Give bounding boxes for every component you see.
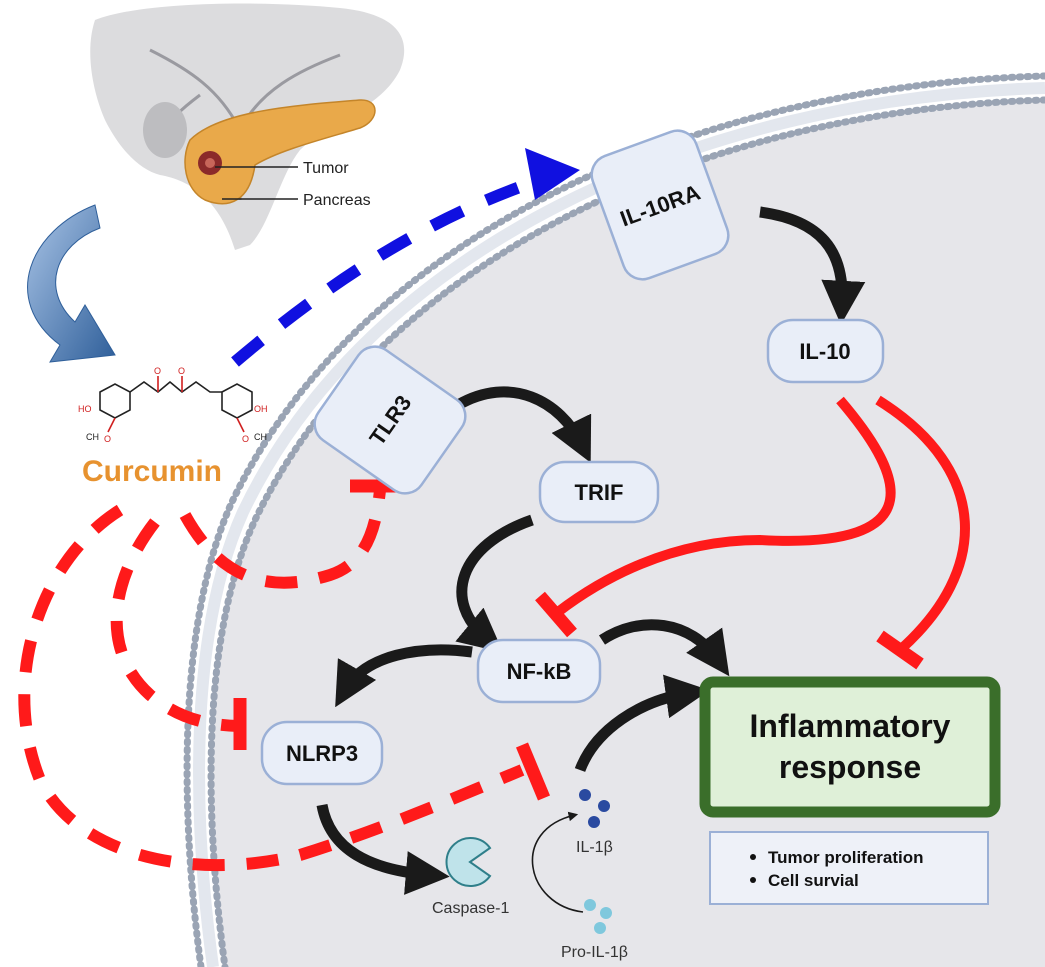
tlr3-to-trif [455,386,592,463]
atom-label: O [154,366,161,376]
effects-frame [709,831,989,905]
organ-to-curcumin-arrow [27,204,116,363]
nfkb-box [476,638,602,704]
pro-il1b-molecules: Pro-IL-1β [561,899,628,961]
pro-il1b-dot [600,907,612,919]
atom-label: OH [254,404,268,414]
blue-arrowhead [525,148,580,200]
tlr3-box [313,345,467,495]
inflammation-box [699,676,1001,818]
curcumin-inhibits-tlr3 [179,489,386,589]
curcumin-label: Curcumin [82,455,222,488]
trif-label: TRIF [575,480,624,505]
il1b-dot [598,800,610,812]
il10-inhibits-nfkb [554,396,896,616]
membrane-inner [207,96,1045,967]
left-methoxy-bond [107,417,116,433]
inflammation-line1: Inflammatory [750,708,951,744]
nfkb-to-inflammation [598,619,730,677]
bullet-icon [750,854,756,860]
bullet-icon [750,877,756,883]
il10ra-to-il10 [759,206,866,325]
il10-inhibits-inflammation [875,395,970,654]
il10-node: IL-10 [766,318,885,384]
il1b-to-inflammation [574,674,710,773]
nfkb-node: NF-kB [476,638,602,704]
atom-label: O [104,434,111,444]
tumor-core [205,158,215,168]
il1b-dot [588,816,600,828]
il10ra-receptor: IL-10RA [590,129,730,281]
atom-label: CH [254,432,267,442]
il10-inhibitions [554,395,970,654]
effect-item: Tumor proliferation [768,848,924,867]
inflammation-line2: response [779,749,921,785]
tlr3-receptor: TLR3 [313,345,467,495]
pro-il1b-dot [584,899,596,911]
left-ring [99,383,131,419]
cleavage-arc [531,811,584,913]
inflammatory-response: Inflammatory response [699,676,1001,818]
curcumin-atom-labels: HO O O OH O O CH CH [78,366,268,444]
trif-to-nfkb [455,514,534,653]
atom-label: HO [78,404,92,414]
trif-box [538,460,660,524]
pro-il1b-label: Pro-IL-1β [561,944,628,961]
atom-label: O [178,366,185,376]
membrane-outer [183,72,1045,967]
nlrp3-box [260,720,384,786]
curcumin-inhibitions [18,489,525,872]
caspase-1: Caspase-1 [432,837,509,917]
nlrp3-to-caspase [316,803,450,895]
il1b-label: IL-1β [576,839,613,856]
nlrp3-node: NLRP3 [260,720,384,786]
linker-chain [129,380,222,394]
curcumin-inhibits-nlrp3 [110,518,239,732]
atom-label: CH [86,432,99,442]
gallbladder [143,102,187,158]
effects-box: Tumor proliferation Cell survial [709,831,989,905]
il1b-dot [579,789,591,801]
right-methoxy-bond [236,417,245,433]
membrane-core [193,82,1045,967]
trif-node: TRIF [538,460,660,524]
caspase-pacman-icon [445,837,492,887]
curcumin-inhibits-il1b [18,504,525,872]
liver-vessels [149,48,341,200]
nfkb-to-nlrp3 [335,644,473,708]
nfkb-label: NF-kB [507,659,572,684]
il10-label: IL-10 [799,339,850,364]
effect-item: Cell survial [768,871,859,890]
nlrp3-label: NLRP3 [286,741,358,766]
atom-label: O [242,434,249,444]
curcumin-structure [99,376,253,433]
right-ring [221,383,253,419]
il10ra-box [590,129,730,281]
pancreas-shape [184,99,376,205]
tbar-il1b [515,742,551,801]
il1b-molecules: IL-1β [576,789,613,856]
pancreas-label: Pancreas [303,192,371,209]
tbar-nfkb [535,591,577,638]
tumor-label: Tumor [303,160,349,177]
activation-arrows [316,206,866,895]
curcumin-activates-il10ra [231,174,542,367]
caspase-label: Caspase-1 [432,900,509,917]
liver-pancreas-illustration: Tumor Pancreas [90,3,405,250]
il10-box [766,318,885,384]
pro-il1b-dot [594,922,606,934]
